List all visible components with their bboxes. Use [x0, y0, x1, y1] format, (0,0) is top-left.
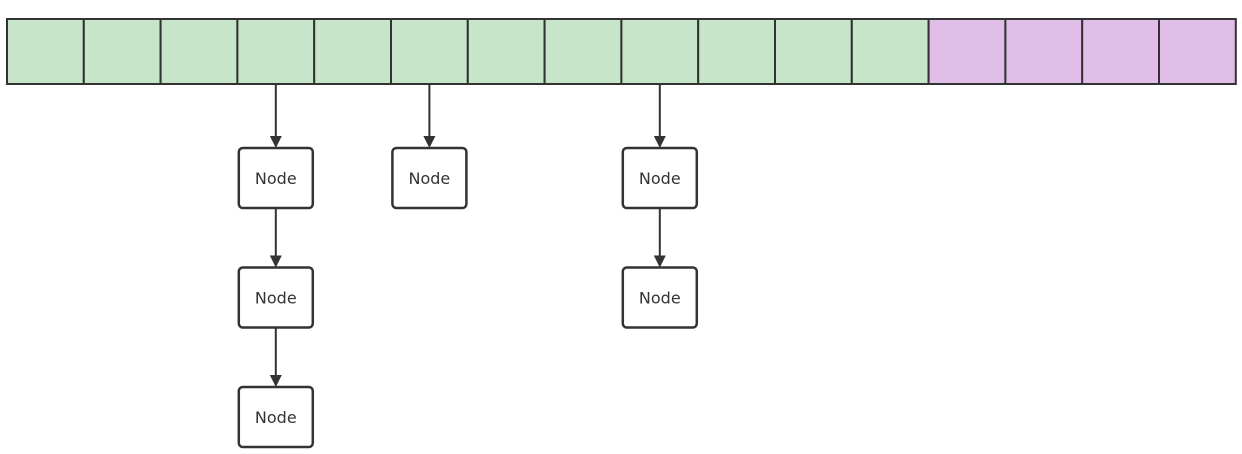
bucket-cell-9-used [620, 18, 700, 85]
chain-2: Node [391, 84, 468, 210]
node-label: Node [639, 289, 681, 308]
node-box [621, 266, 699, 329]
node-box [391, 146, 468, 210]
bucket-cell-11-used [774, 18, 853, 85]
bucket-cell-12-used [850, 18, 930, 85]
bucket-cell-6-used [390, 18, 469, 85]
bucket-cell-3-used [159, 18, 239, 85]
bucket-cell-2-used [82, 18, 162, 85]
bucket-cell-16-free [1158, 18, 1237, 85]
node-label: Node [255, 289, 297, 308]
bucket-cell-4-used [236, 18, 316, 85]
bucket-cell-10-used [697, 18, 777, 85]
bucket-cell-8-used [543, 18, 623, 85]
node-label: Node [639, 169, 681, 188]
node-label: Node [255, 408, 297, 427]
node-box [237, 385, 315, 449]
bucket-array [6, 18, 1237, 85]
bucket-cell-15-free [1081, 18, 1160, 85]
node-label: Node [255, 169, 297, 188]
bucket-cell-1-used [6, 18, 85, 85]
bucket-cell-13-free [927, 18, 1007, 85]
bucket-cell-14-free [1004, 18, 1084, 85]
node-label: Node [409, 169, 451, 188]
bucket-cell-7-used [466, 18, 546, 85]
bucket-cell-5-used [313, 18, 393, 85]
